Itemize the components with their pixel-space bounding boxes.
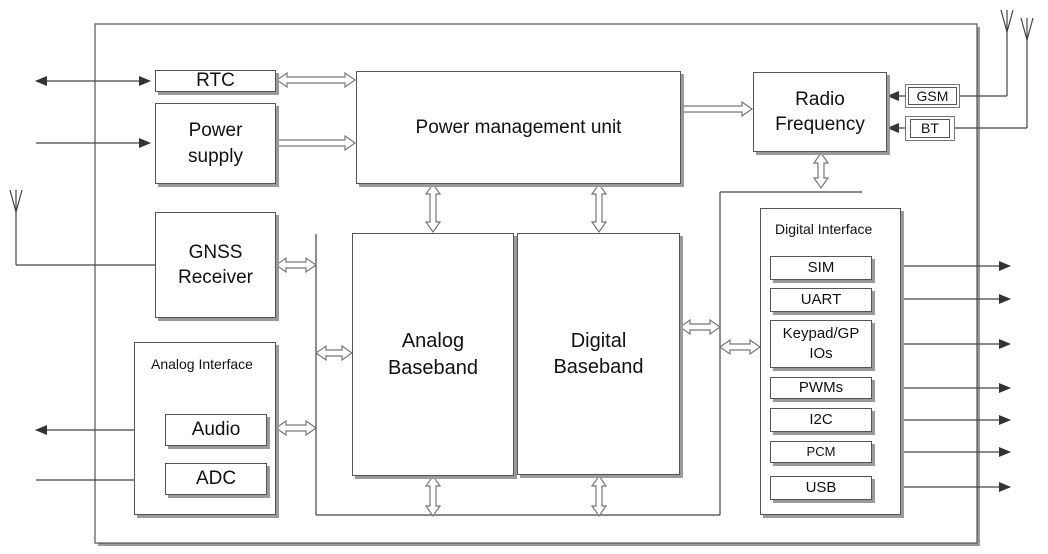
usb-label: USB [805, 479, 837, 497]
power-supply-label: Power supply [188, 120, 243, 167]
bt-label: BT [921, 120, 939, 137]
adc-block: ADC [165, 463, 267, 495]
analog-baseband-block: Analog Baseband [352, 233, 514, 476]
power-supply-block: Power supply [155, 103, 276, 184]
pmu-label: Power management unit [415, 116, 622, 138]
i2c-block: I2C [770, 408, 872, 432]
digital-baseband-block: Digital Baseband [517, 233, 680, 475]
digital-interface-title: Digital Interface [775, 221, 873, 237]
i2c-label: I2C [809, 411, 833, 429]
uart-label: UART [800, 291, 842, 309]
analog-interface-title: Analog Interface [151, 356, 253, 372]
sim-label: SIM [807, 259, 835, 277]
keypad-gpios-block: Keypad/GP IOs [770, 320, 872, 368]
usb-block: USB [770, 476, 872, 500]
analog-baseband-label: Analog Baseband [387, 330, 479, 379]
rtc-label: RTC [196, 70, 235, 92]
uart-block: UART [770, 288, 872, 312]
radio-frequency-label: Radio Frequency [775, 88, 865, 135]
adc-label: ADC [195, 468, 237, 490]
pwms-label: PWMs [798, 379, 844, 397]
pcm-block: PCM [770, 441, 872, 463]
digital-baseband-label: Digital Baseband [553, 329, 644, 378]
audio-label: Audio [191, 419, 241, 441]
gsm-block: GSM [908, 87, 957, 105]
sim-block: SIM [770, 256, 872, 280]
rtc-block: RTC [155, 70, 276, 92]
power-management-unit-block: Power management unit [356, 71, 681, 184]
audio-block: Audio [165, 414, 267, 446]
gsm-label: GSM [916, 87, 949, 104]
pcm-label: PCM [806, 444, 836, 460]
gnss-receiver-block: GNSS Receiver [155, 212, 276, 318]
radio-frequency-block: Radio Frequency [753, 72, 887, 152]
gnss-receiver-label: GNSS Receiver [178, 241, 253, 288]
bt-block: BT [910, 119, 950, 138]
pwms-block: PWMs [770, 377, 872, 399]
keypad-gpios-label: Keypad/GP IOs [782, 325, 860, 362]
